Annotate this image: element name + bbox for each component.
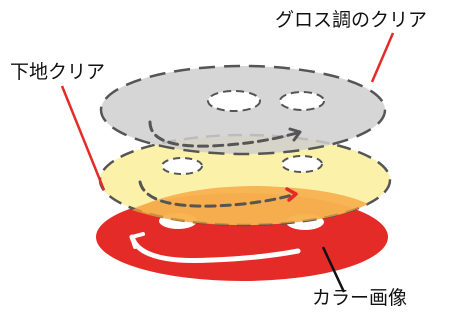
color-image-label: カラー画像 [312, 287, 408, 309]
color-image-smile-arrow [130, 232, 145, 249]
gloss-clear-smile [148, 120, 302, 148]
base-clear-label: 下地クリア [10, 61, 106, 83]
base-clear-right-eye [281, 155, 323, 173]
layer-overlap-region [132, 186, 368, 225]
base-clear-smile [138, 180, 298, 208]
base-clear-leader-line [60, 85, 106, 191]
base-clear-left-eye [161, 157, 203, 175]
color-image-leader-line [321, 246, 346, 293]
base-clear-layer [98, 133, 392, 227]
base-clear-smile-arrow [285, 187, 298, 202]
gloss-clear-layer [99, 64, 387, 156]
gloss-clear-smile-arrow [288, 127, 302, 142]
gloss-clear-leader-line [370, 32, 395, 83]
gloss-clear-label: グロス調のクリア [275, 9, 428, 31]
color-image-smile [129, 234, 301, 263]
gloss-clear-right-eye [279, 91, 325, 111]
gloss-clear-left-eye [207, 90, 261, 112]
